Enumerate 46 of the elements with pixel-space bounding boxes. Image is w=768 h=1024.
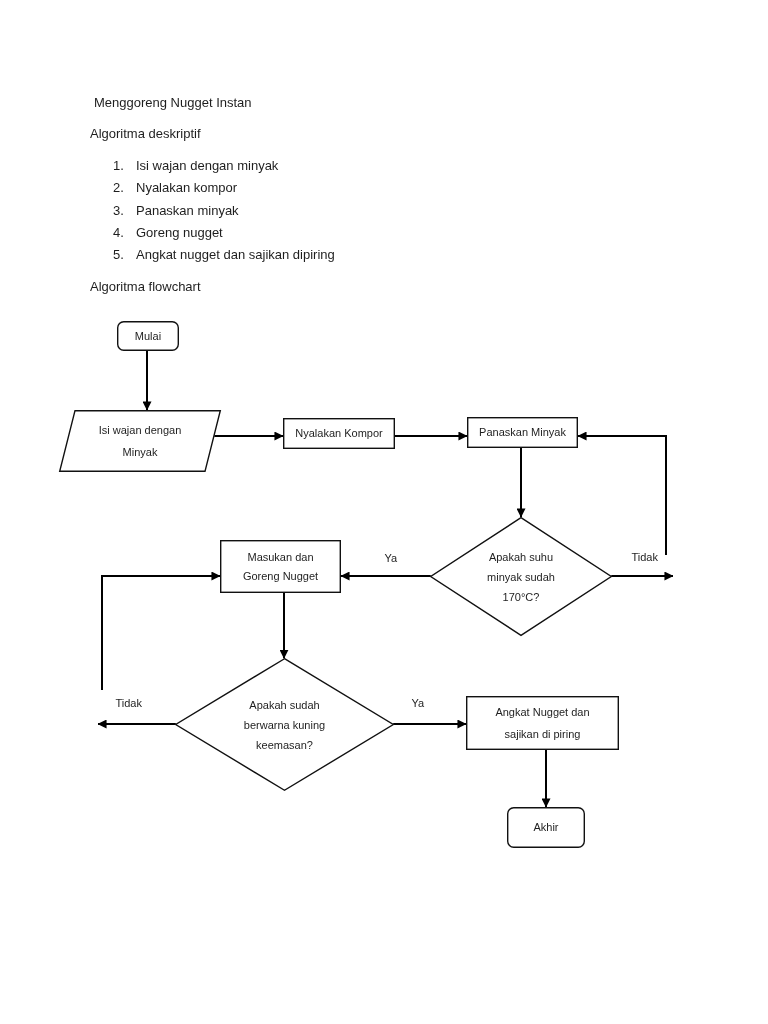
arrow xyxy=(340,571,432,581)
arrow xyxy=(541,749,551,808)
edge-label: Ya xyxy=(410,696,426,710)
arrow xyxy=(577,431,667,556)
input-parallelogram xyxy=(59,410,221,472)
list-number: 2. xyxy=(113,180,124,196)
list-item: Angkat nugget dan sajikan dipiring xyxy=(136,247,335,263)
node-text: Angkat Nugget dan sajikan di piring xyxy=(494,705,591,742)
node-text: Apakah sudah berwarna kuning keemasan? xyxy=(242,697,327,753)
arrow xyxy=(142,350,152,411)
decision-diamond xyxy=(175,658,394,791)
list-number: 5. xyxy=(113,247,124,263)
list-item: Nyalakan kompor xyxy=(136,180,238,196)
decision-diamond xyxy=(430,517,612,636)
terminator-box xyxy=(117,321,179,351)
edge-label: Ya xyxy=(383,551,399,565)
node-text: Apakah suhu minyak sudah 170°C? xyxy=(486,549,556,605)
process-box xyxy=(220,540,341,593)
terminator-box xyxy=(507,807,585,848)
node-text: Masukan dan Goreng Nugget xyxy=(241,549,320,584)
arrow xyxy=(392,719,467,729)
section-heading: Algoritma deskriptif xyxy=(90,126,201,142)
process-box xyxy=(283,418,395,449)
edge-label: Tidak xyxy=(114,696,143,710)
arrow xyxy=(101,571,221,691)
node-text: Panaskan Minyak xyxy=(479,425,566,440)
node-text: Isi wajan dengan Minyak xyxy=(97,423,183,460)
arrow xyxy=(279,592,289,660)
edge-label: Tidak xyxy=(630,550,659,564)
list-number: 1. xyxy=(113,158,124,174)
process-box xyxy=(466,696,619,750)
arrow xyxy=(394,431,468,441)
arrow xyxy=(610,571,674,581)
arrow xyxy=(97,719,177,729)
list-number: 3. xyxy=(113,203,124,219)
list-item: Isi wajan dengan minyak xyxy=(136,158,279,174)
list-item: Goreng nugget xyxy=(136,225,223,241)
list-number: 4. xyxy=(113,225,124,241)
list-item: Panaskan minyak xyxy=(136,203,239,219)
page-title: Menggoreng Nugget Instan xyxy=(94,95,252,111)
node-text: Nyalakan Kompor xyxy=(295,426,383,441)
node-text: Akhir xyxy=(533,820,559,835)
node-text: Mulai xyxy=(134,328,162,344)
section-heading: Algoritma flowchart xyxy=(90,279,201,295)
arrow xyxy=(516,447,526,518)
process-box xyxy=(467,417,578,448)
